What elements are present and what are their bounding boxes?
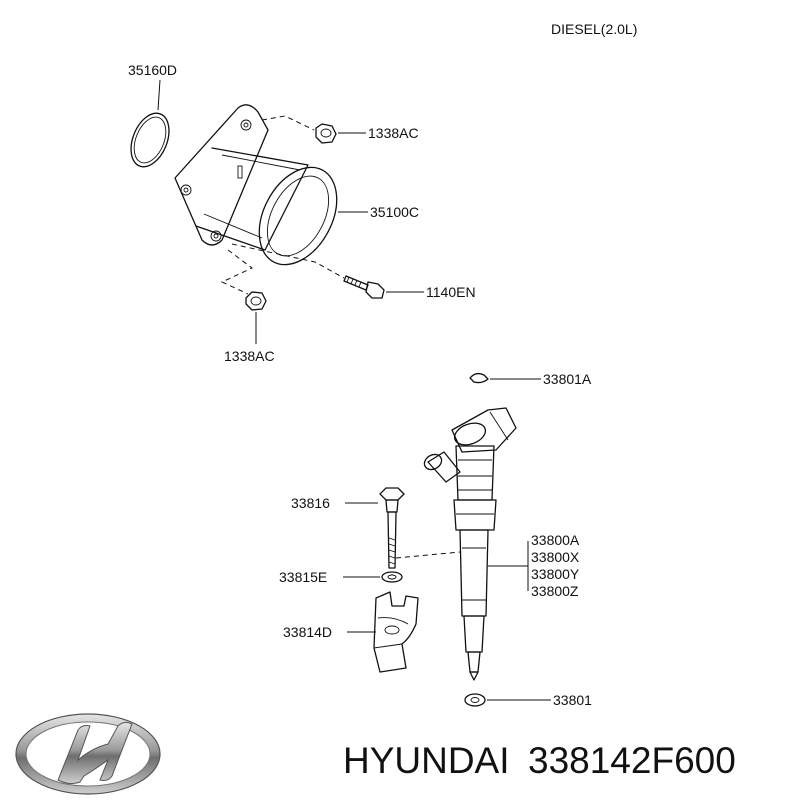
nut-part — [315, 123, 337, 144]
callout-35100C: 35100C — [370, 204, 419, 220]
clamp-part — [373, 591, 419, 673]
dashed-guide — [261, 115, 315, 131]
callout-33800A: 33800A — [531, 532, 580, 548]
dashed-guide — [220, 249, 253, 295]
callout-33815E: 33815E — [279, 569, 327, 585]
fuel-injector-part — [423, 407, 517, 681]
seal-washer-part — [464, 693, 486, 707]
callout-1338AC-bottom: 1338AC — [224, 348, 275, 364]
washer-part — [381, 571, 403, 583]
nut-part — [245, 291, 267, 311]
callout-1338AC-top: 1338AC — [368, 125, 419, 141]
leader-line — [157, 79, 161, 111]
vacuum-pump-part — [174, 104, 338, 266]
callout-33801A: 33801A — [543, 371, 592, 387]
brand-name: HYUNDAI — [343, 740, 510, 781]
leader-bracket — [488, 541, 529, 591]
clamp-bolt-part — [379, 487, 405, 569]
clip-part — [469, 372, 489, 384]
hyundai-logo-icon — [15, 713, 161, 795]
callout-33800Z: 33800Z — [531, 583, 579, 599]
callout-35160D: 35160D — [128, 62, 177, 78]
part-number: 338142F600 — [528, 740, 736, 781]
callout-1140EN: 1140EN — [426, 284, 476, 300]
dashed-guide — [395, 551, 461, 559]
dashed-guide — [231, 243, 345, 279]
bolt-part — [343, 275, 385, 299]
callout-33800Y: 33800Y — [531, 566, 580, 582]
callout-33801: 33801 — [553, 692, 592, 708]
callout-33814D: 33814D — [283, 624, 332, 640]
o-ring-part — [130, 112, 170, 168]
callout-33800X: 33800X — [531, 549, 580, 565]
engine-type-label: DIESEL(2.0L) — [551, 21, 637, 37]
callout-33816: 33816 — [291, 495, 330, 511]
